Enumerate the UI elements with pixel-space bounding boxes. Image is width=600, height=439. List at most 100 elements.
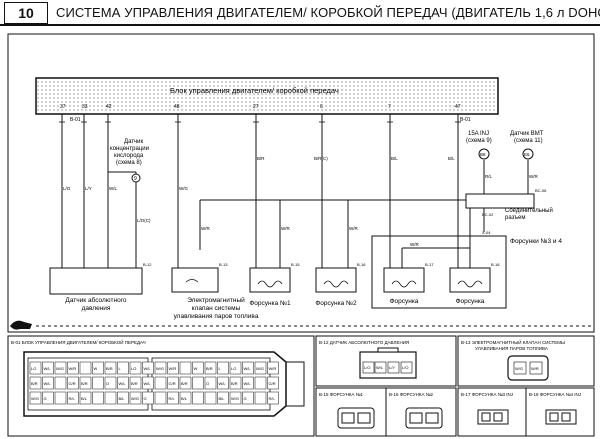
ecu-pin-cell — [117, 391, 129, 405]
ecu-pin-label: B/R — [106, 366, 113, 371]
b12-connector-drawing: L/O W/L L/Y L/O — [359, 347, 417, 379]
ecu-pin-cell — [142, 361, 154, 375]
ecu-pin-label: LO — [231, 366, 236, 371]
ecu-block: Блок управления двигателем/ коробкой пер… — [35, 77, 499, 123]
ecu-pin-label: B/R — [231, 381, 238, 386]
inj1-box — [249, 267, 291, 293]
b13-pin: W/G — [515, 366, 523, 371]
ecu-pin-label: L — [119, 366, 122, 371]
component-symbols — [185, 279, 483, 288]
ecu-pin: 27 — [253, 104, 259, 110]
ecu-pin-label: G/R — [69, 381, 76, 386]
ecu-pin-label: R/L — [169, 396, 176, 401]
o2-label: Датчик концентрации кислорода (схема 8) — [110, 139, 151, 166]
wire-label: W/R — [281, 226, 290, 231]
ecu-pin-cell — [267, 391, 279, 405]
ecu-pin-cell — [154, 376, 167, 390]
wire-label: W/R — [201, 226, 210, 231]
fuse-15a: B8 15A INJ(схема 9) — [466, 131, 492, 160]
bmt-sensor: E6 Датчик ВМТ(схема 11) — [510, 131, 544, 160]
comp-id: B-13 — [219, 262, 228, 267]
inj2-label: Форсунка №2 — [315, 300, 357, 307]
ecu-pin-cell — [92, 391, 104, 405]
ecu-pin-cell — [142, 391, 154, 405]
wire-label: L/O(C) — [137, 218, 151, 223]
ecu-connector-title: B-01 БЛОК УПРАВЛЕНИЯ ДВИГАТЕЛЕМ/ КОРОБКО… — [11, 338, 146, 345]
ecu-pin-label: G — [144, 396, 147, 401]
component-ids: B-12 B-13 B-15 B-16 B-17 B-18 — [143, 262, 500, 267]
ecu-pin-label: W/G — [156, 366, 164, 371]
ecu-pin-label: L — [219, 366, 222, 371]
inj3-box — [383, 267, 425, 293]
ecu-pin-cell — [179, 376, 192, 390]
wire-label: L/Y — [85, 186, 92, 191]
inj34-label: Форсунки №3 и 4 — [510, 238, 562, 245]
ecu-pin-cell — [29, 391, 42, 405]
ecu-pin-cell — [192, 391, 204, 405]
ecu-pin-label: B/L — [181, 396, 188, 401]
joint-id: BC-06 — [535, 188, 547, 193]
fuse-label: 15A INJ(схема 9) — [466, 131, 492, 144]
ecu-pin-cell — [242, 391, 254, 405]
ecu-pin: 47 — [455, 104, 461, 110]
ecu-pin-cell — [104, 361, 117, 375]
ecu-pin-cell — [117, 376, 129, 390]
inj4-box — [449, 267, 491, 293]
ecu-pin-cell — [217, 361, 229, 375]
wire-label: W/R — [349, 226, 358, 231]
ecu-pin: 7 — [388, 104, 391, 110]
ecu-pin-label: G — [244, 396, 247, 401]
ecu-pin-cell — [217, 376, 229, 390]
ecu-pin-label: LO — [131, 366, 136, 371]
ecu-pin-label: W/L — [244, 366, 252, 371]
hand-icon — [10, 320, 592, 330]
ecu-pin-label: B/L — [119, 396, 126, 401]
b12-pin: L/O — [364, 365, 370, 370]
ecu-pin-cell — [54, 361, 67, 375]
b17-title: B-17 ФОРСУНКА №3 INJ — [461, 392, 513, 397]
b12-pin: L/O — [402, 365, 408, 370]
ecu-pin: 6 — [320, 104, 323, 110]
b13-connector-drawing: W/G W/R — [507, 355, 549, 381]
ecu-pin-label: W/L — [44, 381, 52, 386]
map-sensor-box — [49, 267, 143, 295]
comp-id: B-15 — [291, 262, 300, 267]
ecu-pin-cell — [192, 361, 204, 375]
ecu-pin-cell — [242, 361, 254, 375]
ecu-pin-cell — [229, 376, 242, 390]
o2-sensor: 9 Датчик концентрации кислорода (схема 8… — [110, 139, 151, 183]
inj1-label: Форсунка №1 — [249, 300, 291, 307]
b12-pin: L/Y — [389, 365, 395, 370]
ecu-pin: 33 — [82, 104, 88, 110]
ecu-pin-label: W/L — [219, 381, 227, 386]
ecu-pin-cell — [254, 376, 267, 390]
ecu-pin-label: B/R — [206, 366, 213, 371]
ecu-label: Блок управления двигателем/ коробкой пер… — [170, 86, 339, 95]
ecu-pin-label: W/L — [244, 381, 252, 386]
ecu-pin-cell — [79, 361, 92, 375]
ecu-pin-label: G/R — [169, 381, 176, 386]
ecu-pin-cell — [142, 376, 154, 390]
ecu-pin-cell — [67, 361, 79, 375]
b12-pin: W/L — [376, 365, 384, 370]
ecu-pin-cell — [129, 376, 142, 390]
wire-label: B/R(C) — [314, 156, 328, 161]
inj3-label: Форсунка — [390, 298, 419, 305]
b16-title: B-16 ФОРСУНКА №2 — [389, 392, 434, 397]
wire-label: W/G — [179, 186, 188, 191]
inj2-box — [315, 267, 357, 293]
ecu-pin-cell — [229, 361, 242, 375]
ecu-pin-label: W/G — [31, 396, 39, 401]
ecu-pin-cell — [129, 361, 142, 375]
b13-pin: W/R — [531, 366, 539, 371]
ecu-pin-cell — [179, 391, 192, 405]
ecu-pin-cell — [92, 361, 104, 375]
page-title: СИСТЕМА УПРАВЛЕНИЯ ДВИГАТЕЛЕМ/ КОРОБКОЙ … — [56, 5, 600, 20]
bmt-label: Датчик ВМТ(схема 11) — [510, 131, 544, 144]
connector-panels — [7, 335, 595, 437]
ecu-pin-label: W/G — [256, 366, 264, 371]
